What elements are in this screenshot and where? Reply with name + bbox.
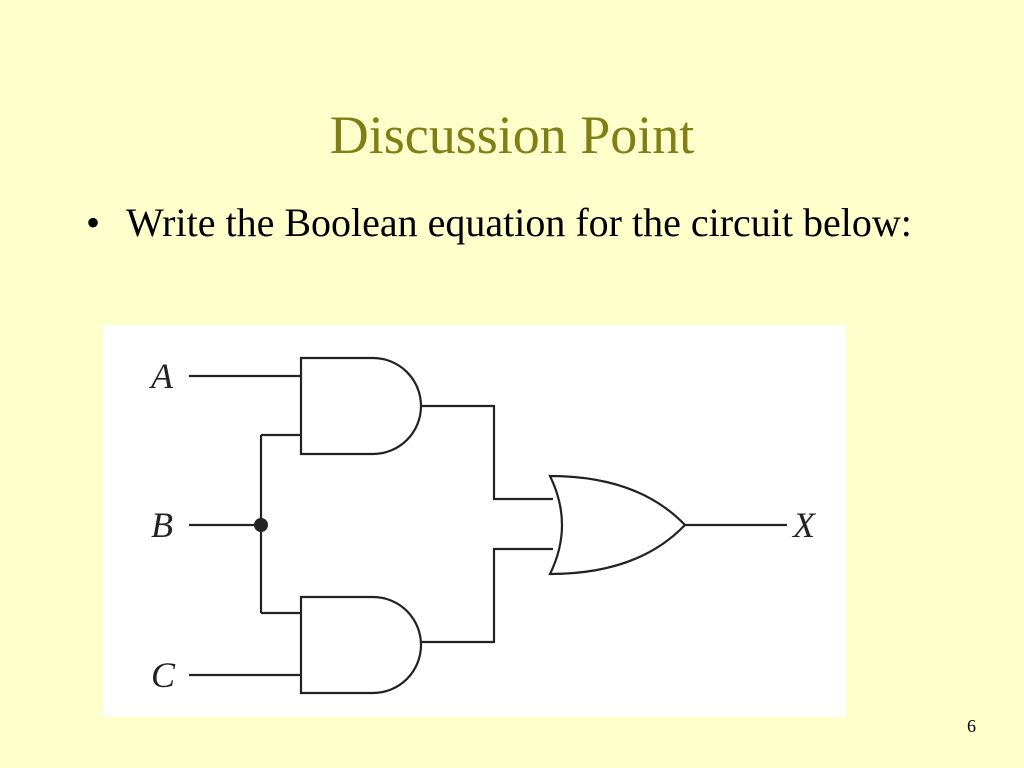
bullet-symbol: •: [86, 200, 101, 245]
wire-and-top-to-or: [421, 404, 553, 501]
circuit-diagram: A B C X: [103, 325, 846, 717]
slide-title: Discussion Point: [329, 105, 695, 165]
label-output-x: X: [791, 505, 817, 545]
or-gate: [548, 474, 687, 576]
circuit-svg: A B C X: [149, 356, 817, 695]
and-gate-top: [299, 356, 423, 456]
page-number: 6: [967, 716, 976, 736]
bullet-text: Write the Boolean equation for the circu…: [126, 200, 912, 245]
junction-dot: [254, 518, 268, 532]
bullet-item: • Write the Boolean equation for the cir…: [86, 196, 946, 250]
and-gate-bottom: [299, 595, 423, 695]
label-input-a: A: [149, 356, 174, 396]
label-input-b: B: [151, 505, 173, 545]
bullet-list: • Write the Boolean equation for the cir…: [86, 196, 946, 250]
wire-and-bottom-to-or: [421, 547, 553, 644]
label-input-c: C: [151, 655, 176, 695]
